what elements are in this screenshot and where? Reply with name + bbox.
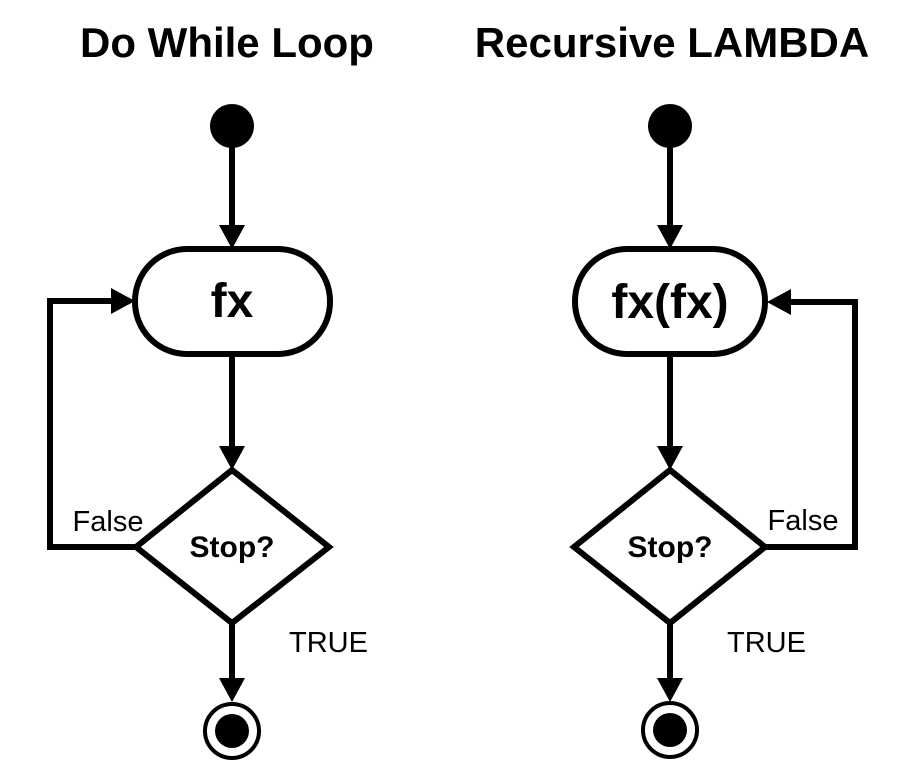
flowchart-do-while-loop: Do While Loop fx Stop? False TRUE	[47, 19, 374, 760]
decision-label: Stop?	[628, 531, 713, 564]
true-branch-label: TRUE	[727, 627, 806, 659]
end-node	[203, 702, 261, 760]
flowchart-recursive-lambda: Recursive LAMBDA fx(fx) Stop? False TRUE	[475, 19, 869, 759]
start-node	[648, 104, 692, 148]
end-node-core	[653, 713, 687, 747]
arrowhead-down-icon	[657, 678, 683, 702]
end-node	[641, 701, 699, 759]
arrowhead-down-icon	[219, 225, 245, 249]
end-node-core	[215, 714, 249, 748]
arrowhead-down-icon	[219, 678, 245, 702]
edge-false-loop	[765, 299, 858, 550]
chart-title: Do While Loop	[80, 19, 374, 66]
process-label: fx(fx)	[611, 276, 728, 329]
arrowhead-down-icon	[657, 446, 683, 470]
process-label: fx	[211, 275, 254, 328]
edge-false-loop	[47, 298, 136, 550]
false-branch-label: False	[73, 506, 144, 538]
arrowhead-down-icon	[219, 446, 245, 470]
decision-label: Stop?	[190, 531, 275, 564]
arrowhead-right-icon	[111, 288, 135, 314]
false-branch-label: False	[768, 505, 839, 537]
arrowhead-left-icon	[767, 289, 791, 315]
arrowhead-down-icon	[657, 225, 683, 249]
true-branch-label: TRUE	[289, 627, 368, 659]
start-node	[210, 104, 254, 148]
chart-title: Recursive LAMBDA	[475, 19, 869, 66]
